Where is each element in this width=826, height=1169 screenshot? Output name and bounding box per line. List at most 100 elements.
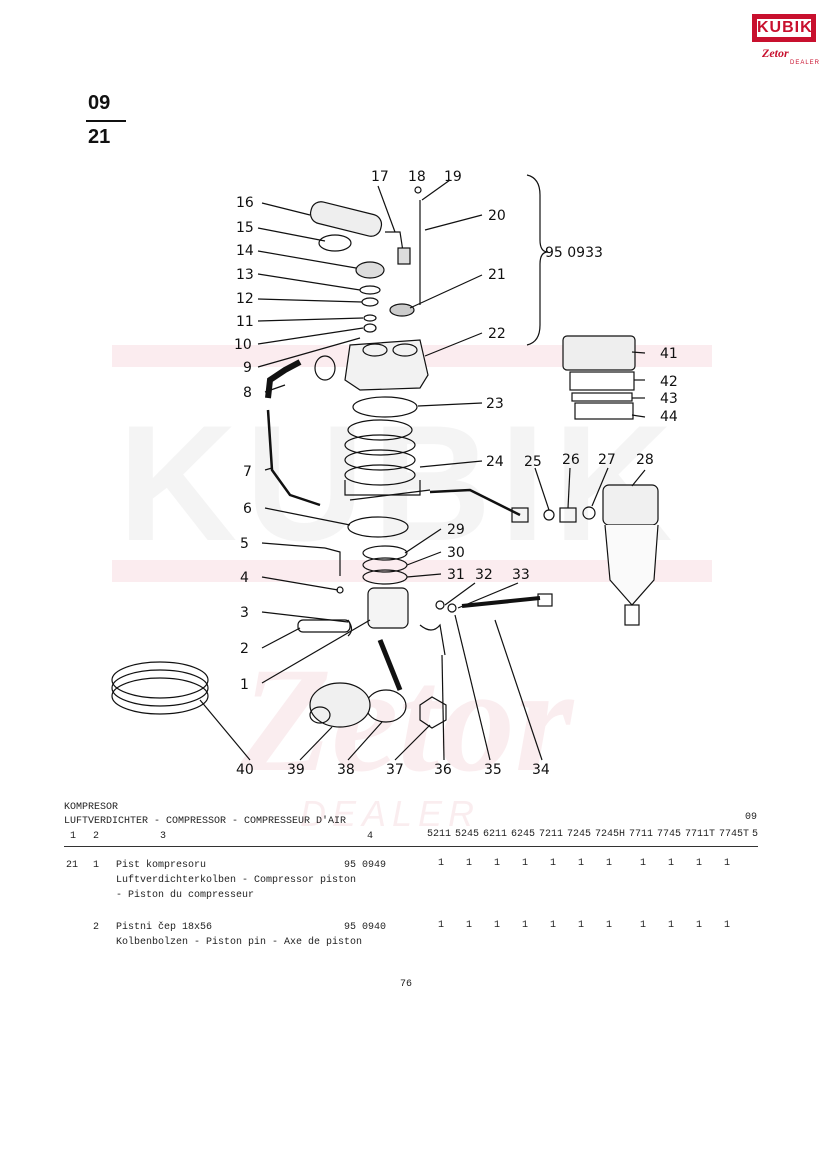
row1-qty: 1 [724,858,731,869]
row1-desc-2: Luftverdichterkolben - Compressor piston [116,875,357,886]
callout-23: 23 [486,396,504,412]
row1-qty: 1 [550,858,557,869]
model-7711T: 7711T [685,829,716,840]
watermark-sub: Zetor [239,637,575,803]
kubik-zetor-logo: KUBIK Zetor DEALER [752,14,821,70]
row2-qty: 1 [640,920,647,931]
row1-qty: 1 [466,858,473,869]
col-num-2: 2 [93,831,100,842]
logo-dealer: DEALER [790,60,821,66]
row2-qty: 1 [466,920,473,931]
assembly-ref: 95 0933 [545,245,603,261]
callout-15: 15 [236,220,254,236]
callout-7: 7 [243,464,252,480]
model-6245: 6245 [511,829,536,840]
callout-24: 24 [486,454,504,470]
callout-13: 13 [236,267,254,283]
group-number: 09 [745,812,758,823]
col-num-3: 3 [160,831,167,842]
page-ref-bottom: 21 [88,126,111,148]
page-ref-top: 09 [88,92,111,114]
callout-14: 14 [236,243,254,259]
compressor-exploded-diagram: 16 15 14 13 12 11 10 9 8 7 6 5 4 3 2 1 1… [111,169,678,778]
callout-5: 5 [240,536,249,552]
row1-desc-3: - Piston du compresseur [116,890,255,901]
callout-29: 29 [447,522,465,538]
callout-43: 43 [660,391,678,407]
row2-qty: 1 [494,920,501,931]
callout-3: 3 [240,605,249,621]
row2-qty: 1 [438,920,445,931]
callout-21: 21 [488,267,506,283]
callout-32: 32 [475,567,493,583]
callout-20: 20 [488,208,506,224]
logo-sub: Zetor [762,46,789,60]
callout-38: 38 [337,762,355,778]
row2-partno: 95 0940 [344,922,387,933]
callout-22: 22 [488,326,506,342]
row2-qty: 1 [668,920,675,931]
row2-qty: 1 [578,920,585,931]
callout-42: 42 [660,374,678,390]
callout-8: 8 [243,385,252,401]
logo-brand: KUBIK [757,19,813,37]
row1-qty: 1 [578,858,585,869]
row1-partno: 95 0949 [344,860,387,871]
callout-39: 39 [287,762,305,778]
page-number: 76 [400,979,413,990]
row1-qty: 1 [696,858,703,869]
model-6211: 6211 [483,829,508,840]
model-7745: 7745 [657,829,682,840]
callout-33: 33 [512,567,530,583]
callout-26: 26 [562,452,580,468]
callout-11: 11 [236,314,254,330]
callout-31: 31 [447,567,465,583]
callout-40: 40 [236,762,254,778]
callout-4: 4 [240,570,249,586]
table-title-2: LUFTVERDICHTER - COMPRESSOR - COMPRESSEU… [64,816,347,827]
callout-18: 18 [408,169,426,185]
row1-pos: 1 [93,860,100,871]
callout-6: 6 [243,501,252,517]
row2-qty: 1 [724,920,731,931]
callout-9: 9 [243,360,252,376]
model-7711: 7711 [629,829,654,840]
callout-30: 30 [447,545,465,561]
model-5211: 5211 [427,829,452,840]
row1-qty: 1 [438,858,445,869]
row2-qty: 1 [550,920,557,931]
row2-qty: 1 [696,920,703,931]
watermark-dealer: DEALER [300,793,480,834]
callout-36: 36 [434,762,452,778]
model-7245: 7245 [567,829,592,840]
table-title-1: KOMPRESOR [64,802,119,813]
callout-37: 37 [386,762,404,778]
callout-35: 35 [484,762,502,778]
row1-qty: 1 [494,858,501,869]
callout-28: 28 [636,452,654,468]
row1-desc-1: Pist kompresoru [116,860,207,871]
row2-desc-2: Kolbenbolzen - Piston pin - Axe de pisto… [116,937,363,948]
row2-pos: 2 [93,922,100,933]
callout-16: 16 [236,195,254,211]
callout-44: 44 [660,409,678,425]
row2-qty: 1 [606,920,613,931]
callout-17: 17 [371,169,389,185]
callout-1: 1 [240,677,249,693]
table-header-rule [64,846,758,847]
row2-qty: 1 [522,920,529,931]
row1-qty: 1 [668,858,675,869]
model-7245H: 7245H [595,829,626,840]
model-7211: 7211 [539,829,564,840]
callout-2: 2 [240,641,249,657]
row2-desc-1: Pistni čep 18x56 [116,922,213,933]
callout-19: 19 [444,169,462,185]
row1-fig: 21 [66,860,79,871]
model-5245: 5245 [455,829,480,840]
callout-12: 12 [236,291,254,307]
callout-34: 34 [532,762,550,778]
row1-qty: 1 [522,858,529,869]
col-num-1: 1 [70,831,77,842]
model-7745T: 7745T [719,829,750,840]
callout-27: 27 [598,452,616,468]
